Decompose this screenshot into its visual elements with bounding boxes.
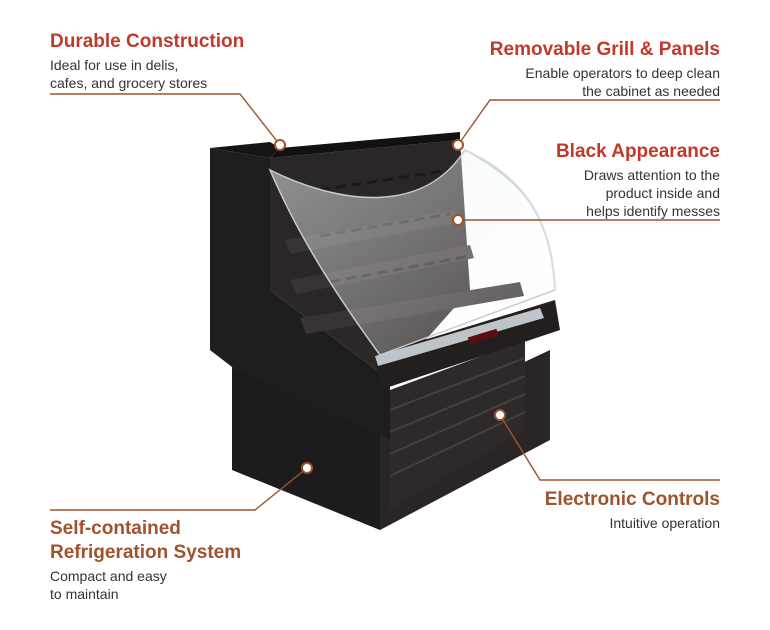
selfcontained-leader: [50, 467, 308, 511]
front-rail: [375, 300, 560, 390]
removable-leader: [457, 99, 720, 146]
selfcontained-desc-line-1: Compact and easy: [50, 568, 167, 584]
leader-lines: [50, 93, 720, 511]
durable-marker: [274, 139, 286, 151]
black-appearance-callout: Black Appearance Draws attention to the …: [470, 140, 720, 220]
black-desc-line-3: helps identify messes: [586, 203, 720, 219]
selfcontained-desc: Compact and easy to maintain: [50, 567, 310, 603]
selfcontained-title-line-2: Refrigeration System: [50, 542, 242, 563]
black-desc-line-2: product inside and: [605, 185, 720, 201]
durable-desc-line-2: cafes, and grocery stores: [50, 75, 208, 91]
removable-marker: [452, 139, 464, 151]
self-contained-refrigeration-callout: Self-contained Refrigeration System Comp…: [50, 517, 310, 603]
electronic-desc: Intuitive operation: [470, 514, 720, 532]
glass-sneeze-guard: [268, 149, 556, 356]
removable-desc-line-2: the cabinet as needed: [582, 83, 720, 99]
removable-title: Removable Grill & Panels: [489, 39, 720, 60]
durable-desc: Ideal for use in delis, cafes, and groce…: [50, 56, 310, 92]
removable-desc-line-1: Enable operators to deep clean: [525, 65, 720, 81]
electronic-title: Electronic Controls: [544, 489, 720, 510]
black-desc-line-1: Draws attention to the: [583, 167, 720, 183]
callout-markers: [274, 139, 506, 474]
removable-desc: Enable operators to deep clean the cabin…: [420, 64, 720, 100]
durable-title: Durable Construction: [50, 31, 245, 52]
black-desc: Draws attention to the product inside an…: [470, 166, 720, 220]
durable-leader: [50, 93, 281, 146]
selfcontained-marker: [301, 462, 313, 474]
electronic-desc-line-1: Intuitive operation: [609, 515, 720, 531]
electronic-leader: [499, 414, 720, 481]
selfcontained-title: Self-contained Refrigeration System: [50, 517, 310, 565]
removable-grill-callout: Removable Grill & Panels Enable operator…: [420, 38, 720, 100]
lower-louvers: [389, 340, 526, 510]
electronic-marker: [494, 409, 506, 421]
durable-desc-line-1: Ideal for use in delis,: [50, 57, 179, 73]
black-title: Black Appearance: [555, 141, 720, 162]
selfcontained-desc-line-2: to maintain: [50, 586, 119, 602]
selfcontained-title-line-1: Self-contained: [50, 518, 181, 539]
electronic-controls-callout: Electronic Controls Intuitive operation: [470, 488, 720, 532]
durable-construction-callout: Durable Construction Ideal for use in de…: [50, 30, 310, 92]
black-marker: [452, 214, 464, 226]
